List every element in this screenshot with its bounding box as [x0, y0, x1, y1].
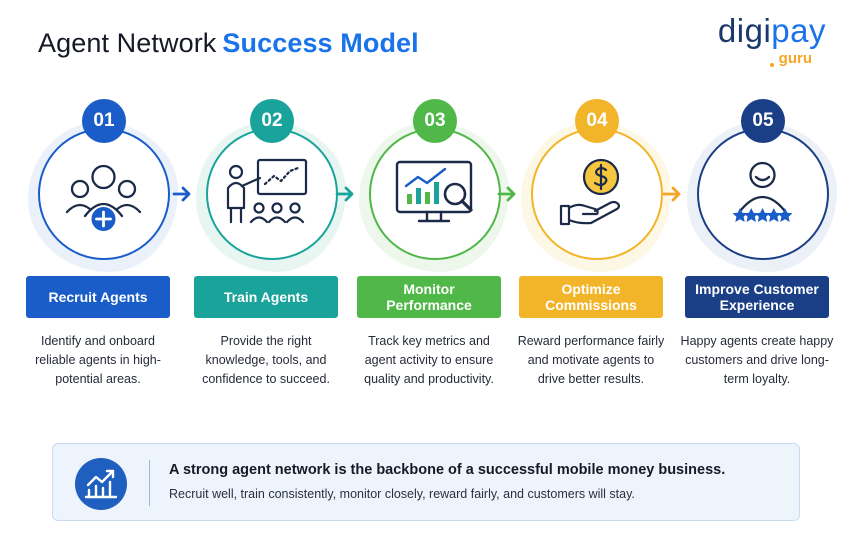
- step-4-label: Optimize Commissions: [519, 276, 663, 318]
- step-2-label: Train Agents: [194, 276, 338, 318]
- growth-chart-icon: [75, 458, 127, 510]
- step-4-description: Reward performance fairly and motivate a…: [517, 334, 665, 386]
- title-accent: Success Model: [222, 28, 419, 58]
- step-3-label: Monitor Performance: [357, 276, 501, 318]
- step-1-description: Identify and onboard reliable agents in …: [35, 334, 161, 386]
- step-5-label: Improve Customer Experience: [685, 276, 829, 318]
- logo-dot: [770, 63, 774, 67]
- customer-stars-icon: [732, 161, 793, 222]
- step-3: 03 Monitor Performance Track key metrics…: [357, 96, 519, 416]
- summary-banner: A strong agent network is the backbone o…: [52, 443, 800, 521]
- logo-wordmark: digipay: [717, 12, 826, 49]
- step-2-number: 02: [250, 99, 294, 143]
- step-1-number: 01: [82, 99, 126, 143]
- step-2-ring: [206, 128, 338, 260]
- step-5-description: Happy agents create happy customers and …: [680, 334, 834, 386]
- banner-divider: [149, 460, 150, 506]
- banner-subline: Recruit well, train consistently, monito…: [169, 487, 635, 501]
- step-2: 02 Train Agents Provide the right knowle…: [194, 96, 356, 416]
- step-4-ring: [531, 128, 663, 260]
- title-plain: Agent Network: [38, 28, 217, 58]
- digipay-logo: digipay guru: [716, 12, 826, 76]
- arrow-right-icon: [172, 186, 191, 202]
- step-3-number: 03: [413, 99, 457, 143]
- banner-headline: A strong agent network is the backbone o…: [169, 462, 726, 478]
- step-1-ring: [38, 128, 170, 260]
- arrow-right-icon: [497, 186, 516, 202]
- arrow-right-icon: [335, 186, 354, 202]
- step-5-ring: [697, 128, 829, 260]
- step-5: 05 Improve Customer Experience Happy age…: [681, 96, 847, 416]
- recruit-group-icon: [65, 164, 142, 231]
- step-4: 04 Optimize Commissions Reward performan…: [518, 96, 681, 416]
- step-3-ring: [369, 128, 501, 260]
- step-1: 01 Recruit Agents Identify and onboard r…: [26, 96, 188, 416]
- step-5-number: 05: [741, 99, 785, 143]
- monitor-chart-icon: [395, 160, 473, 223]
- logo-sub: guru: [778, 50, 812, 67]
- step-1-label: Recruit Agents: [26, 276, 170, 318]
- arrow-right-icon: [662, 186, 681, 202]
- step-4-number: 04: [575, 99, 619, 143]
- training-board-icon: [226, 158, 308, 224]
- step-3-description: Track key metrics and agent activity to …: [364, 334, 494, 386]
- coin-hand-icon: [559, 158, 621, 226]
- step-2-description: Provide the right knowledge, tools, and …: [202, 334, 330, 386]
